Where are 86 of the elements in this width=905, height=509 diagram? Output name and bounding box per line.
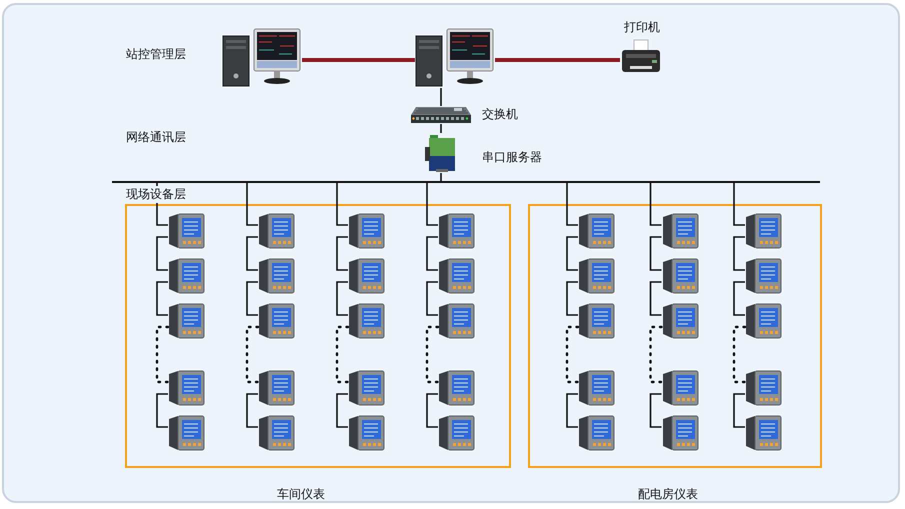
- power-meter-drawing: [662, 303, 698, 339]
- dotted-connector: [246, 326, 260, 384]
- power-meter-drawing: [578, 258, 615, 294]
- dotted-connector: [336, 326, 350, 384]
- connector-line: [156, 393, 168, 428]
- power-meter-drawing: [258, 415, 295, 451]
- connector-line: [650, 281, 662, 316]
- dotted-connector: [649, 326, 663, 384]
- dotted-connector: [156, 326, 170, 384]
- connector-line: [733, 183, 745, 226]
- power-meter-drawing: [745, 303, 782, 339]
- power-meter-drawing: [348, 415, 385, 451]
- power-meter-drawing: [745, 213, 782, 249]
- connector-line: [650, 183, 662, 226]
- computer-drawing: [222, 28, 302, 88]
- serial-server-drawing: [424, 133, 458, 173]
- connector-line: [650, 236, 662, 271]
- bus-line: [112, 181, 820, 183]
- connector-line: [733, 236, 745, 271]
- power-meter-drawing: [438, 415, 475, 451]
- connector-line: [440, 124, 442, 133]
- power-meter-drawing: [438, 258, 475, 294]
- connector-line: [246, 183, 258, 226]
- connector-line: [336, 183, 348, 226]
- connector-line: [302, 58, 415, 62]
- connector-line: [246, 236, 258, 271]
- connector-line: [495, 58, 620, 62]
- power-meter-drawing: [168, 258, 205, 294]
- connector-line: [440, 173, 442, 181]
- connector-line: [336, 393, 348, 428]
- device-label: 打印机: [624, 19, 660, 36]
- power-meter-drawing: [438, 303, 475, 339]
- connector-line: [246, 393, 258, 428]
- power-meter-drawing: [168, 303, 205, 339]
- power-meter-drawing: [662, 370, 698, 406]
- power-meter-drawing: [168, 213, 205, 249]
- power-meter-drawing: [258, 258, 295, 294]
- network-switch-drawing: [410, 106, 472, 124]
- connector-line: [426, 281, 438, 316]
- power-meter-drawing: [578, 370, 615, 406]
- power-meter-drawing: [258, 213, 295, 249]
- power-meter-drawing: [348, 258, 385, 294]
- power-meter-drawing: [745, 415, 782, 451]
- power-meter-drawing: [662, 213, 698, 249]
- dotted-connector: [426, 326, 440, 384]
- power-meter-drawing: [258, 370, 295, 406]
- device-label: 串口服务器: [482, 149, 542, 166]
- power-meter-drawing: [168, 370, 205, 406]
- power-meter-drawing: [578, 415, 615, 451]
- group-title: 车间仪表: [277, 486, 325, 503]
- device-label: 交换机: [482, 106, 518, 123]
- connector-line: [426, 236, 438, 271]
- computer-drawing: [415, 28, 495, 88]
- connector-line: [336, 236, 348, 271]
- connector-line: [440, 88, 442, 106]
- power-meter-drawing: [348, 370, 385, 406]
- dotted-connector: [732, 326, 746, 384]
- power-meter-drawing: [662, 258, 698, 294]
- layer-label: 现场设备层: [124, 186, 188, 203]
- connector-line: [156, 236, 168, 271]
- layer-label: 站控管理层: [124, 46, 188, 63]
- connector-line: [426, 393, 438, 428]
- power-meter-drawing: [258, 303, 295, 339]
- power-meter-drawing: [168, 415, 205, 451]
- connector-line: [156, 281, 168, 316]
- connector-line: [566, 281, 578, 316]
- power-meter-drawing: [438, 370, 475, 406]
- connector-line: [426, 183, 438, 226]
- connector-line: [733, 281, 745, 316]
- connector-line: [650, 393, 662, 428]
- connector-line: [336, 281, 348, 316]
- connector-line: [566, 393, 578, 428]
- power-meter-drawing: [662, 415, 698, 451]
- power-meter-drawing: [578, 303, 615, 339]
- dotted-connector: [566, 326, 580, 384]
- power-meter-drawing: [745, 370, 782, 406]
- connector-line: [246, 281, 258, 316]
- connector-line: [566, 183, 578, 226]
- power-meter-drawing: [438, 213, 475, 249]
- connector-line: [566, 236, 578, 271]
- power-meter-drawing: [745, 258, 782, 294]
- power-meter-drawing: [578, 213, 615, 249]
- group-title: 配电房仪表: [638, 486, 698, 503]
- power-meter-drawing: [348, 303, 385, 339]
- power-meter-drawing: [348, 213, 385, 249]
- connector-line: [733, 393, 745, 428]
